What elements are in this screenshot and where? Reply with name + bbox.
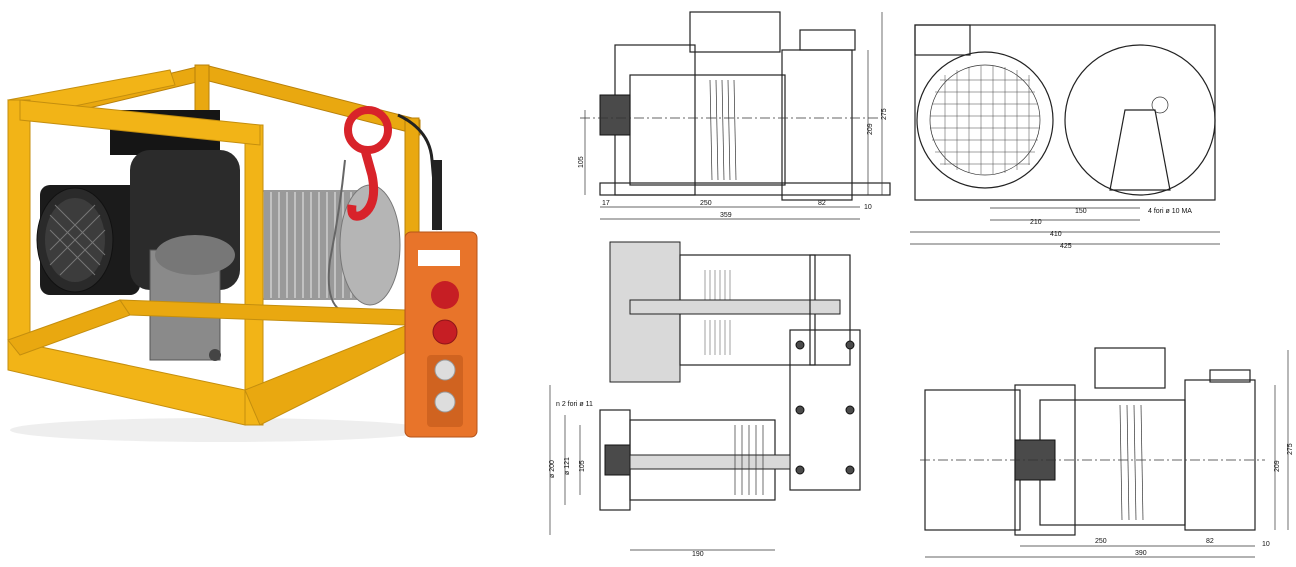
dim-10: 10: [864, 204, 872, 211]
dim-150: 150: [1075, 208, 1087, 215]
dim-410: 410: [1050, 231, 1062, 238]
dim-359: 359: [720, 212, 732, 219]
cross-section: [609, 241, 861, 491]
up-button: [434, 359, 456, 381]
dim-105: 105: [578, 156, 585, 168]
dim-425: 425: [1060, 243, 1072, 250]
dim-17: 17: [602, 200, 610, 207]
dim-209b: 209: [1274, 460, 1281, 472]
dim-250b: 250: [1095, 538, 1107, 545]
dim-209: 209: [867, 123, 874, 135]
cable: [327, 159, 346, 311]
motor-fan-grille-icon: [916, 51, 1054, 189]
dim-250: 250: [700, 200, 712, 207]
dim-275: 275: [881, 108, 888, 120]
dim-105b: 105: [579, 460, 586, 472]
dim-10b: 10: [1262, 541, 1270, 548]
plan-view: n 2 fori ø 11 ø 200 ø 121 105 190: [549, 385, 791, 558]
dim-holes-4: 4 fori ø 10 MA: [1148, 208, 1192, 215]
dim-d200: ø 200: [549, 460, 556, 478]
dim-d121: ø 121: [564, 457, 571, 475]
winch-illustration: [7, 64, 478, 442]
hook: [327, 106, 392, 311]
shadow: [10, 418, 430, 442]
technical-drawings: 17 250 359 82 10 105 209 275 150: [520, 0, 1296, 563]
dim-190: 190: [692, 551, 704, 558]
down-button: [434, 391, 456, 413]
end-elevation: 150 210 410 425 4 fori ø 10 MA: [910, 24, 1220, 250]
dim-82b: 82: [1206, 538, 1214, 545]
gearbox: [149, 235, 235, 361]
control-pendant: [404, 231, 478, 438]
side-elevation-bottom: 250 390 82 10 209 275: [920, 347, 1294, 558]
drawing-canvas: 17 250 359 82 10 105 209 275 150: [549, 11, 1294, 558]
dim-holes-2: n 2 fori ø 11: [556, 401, 593, 408]
start-button: [432, 319, 458, 345]
winch-photo: [0, 0, 520, 563]
frame-front: [7, 69, 421, 426]
dim-210: 210: [1030, 219, 1042, 226]
side-elevation-top: 17 250 359 82 10 105 209 275: [578, 11, 891, 220]
dim-275b: 275: [1287, 443, 1294, 455]
pendant-label: [418, 250, 460, 266]
emergency-stop-button: [431, 281, 459, 309]
dim-390: 390: [1135, 550, 1147, 557]
dim-82: 82: [818, 200, 826, 207]
pendant-cable: [397, 113, 440, 231]
cable-drum: [250, 184, 401, 306]
